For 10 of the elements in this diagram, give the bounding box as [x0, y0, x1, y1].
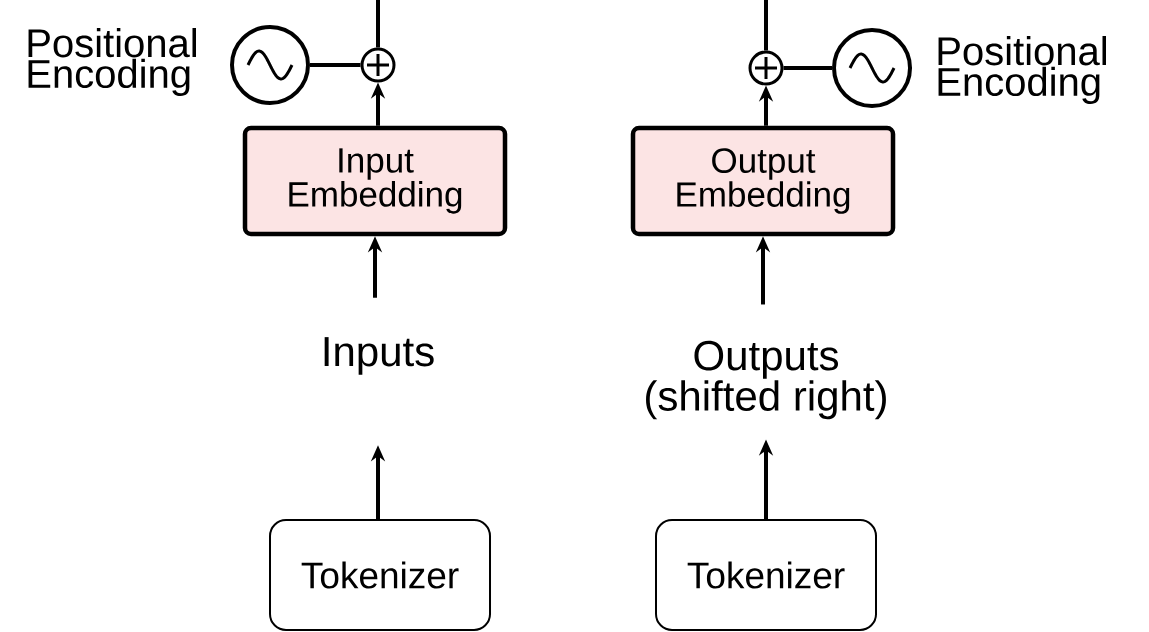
embedding-box: Input Embedding: [242, 125, 508, 237]
label-text: Outputs (shifted right): [646, 340, 886, 420]
sum-circle: [748, 50, 784, 86]
tokenizer-box: Tokenizer: [655, 519, 877, 631]
caption-text: Positional Encoding: [938, 36, 1106, 104]
tokenizer-box: Tokenizer: [269, 519, 491, 631]
embedding-box: Output Embedding: [630, 125, 896, 237]
label-text: Inputs: [324, 337, 434, 375]
sum-circle: [360, 47, 396, 83]
caption-text: Positional Encoding: [28, 28, 196, 96]
